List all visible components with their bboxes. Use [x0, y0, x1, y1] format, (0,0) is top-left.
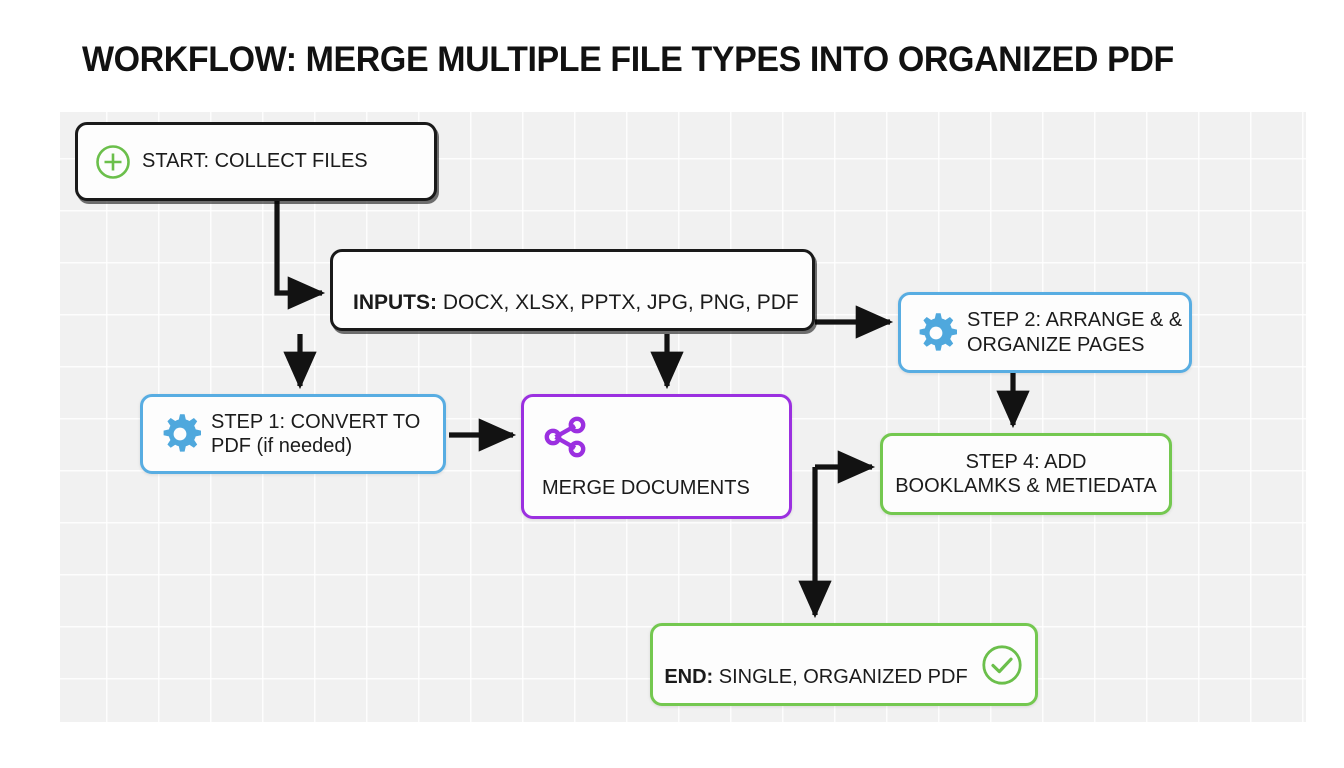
node-merge-label: MERGE DOCUMENTS [542, 476, 750, 499]
node-end-label-rest: SINGLE, ORGANIZED PDF [713, 665, 968, 688]
node-end-label-strong: END: [664, 665, 714, 688]
gear-icon [163, 414, 201, 452]
node-step4[interactable]: STEP 4: ADD BOOKLAMKS & METIEDATA [880, 433, 1172, 515]
node-inputs-label-strong: INPUTS: [353, 291, 437, 314]
check-circle-icon [982, 644, 1022, 685]
node-merge[interactable]: MERGE DOCUMENTS [521, 394, 792, 519]
gear-icon [919, 312, 957, 351]
node-inputs-label-rest: DOCX, XLSX, PPTX, JPG, PNG, PDF [437, 291, 799, 314]
node-end-label: END: SINGLE, ORGANIZED PDF [664, 640, 967, 689]
node-step2-label: STEP 2: ARRANGE & & ORGANIZE PAGES [967, 309, 1183, 356]
node-step4-label: STEP 4: ADD BOOKLAMKS & METIEDATA [895, 450, 1157, 497]
node-end[interactable]: END: SINGLE, ORGANIZED PDF [650, 623, 1038, 706]
node-step1[interactable]: STEP 1: CONVERT TO PDF (if needed) [140, 394, 446, 474]
plus-circle-icon [96, 144, 130, 179]
node-start[interactable]: START: COLLECT FILES [75, 122, 437, 201]
node-inputs[interactable]: INPUTS: DOCX, XLSX, PPTX, JPG, PNG, PDF [330, 249, 815, 331]
node-step2[interactable]: STEP 2: ARRANGE & & ORGANIZE PAGES [898, 292, 1192, 373]
node-inputs-label: INPUTS: DOCX, XLSX, PPTX, JPG, PNG, PDF [353, 264, 799, 315]
page-title: WORKFLOW: MERGE MULTIPLE FILE TYPES INTO… [82, 40, 1174, 79]
share-nodes-icon [544, 416, 586, 458]
node-step1-label: STEP 1: CONVERT TO PDF (if needed) [211, 410, 421, 457]
node-start-label: START: COLLECT FILES [142, 150, 368, 173]
